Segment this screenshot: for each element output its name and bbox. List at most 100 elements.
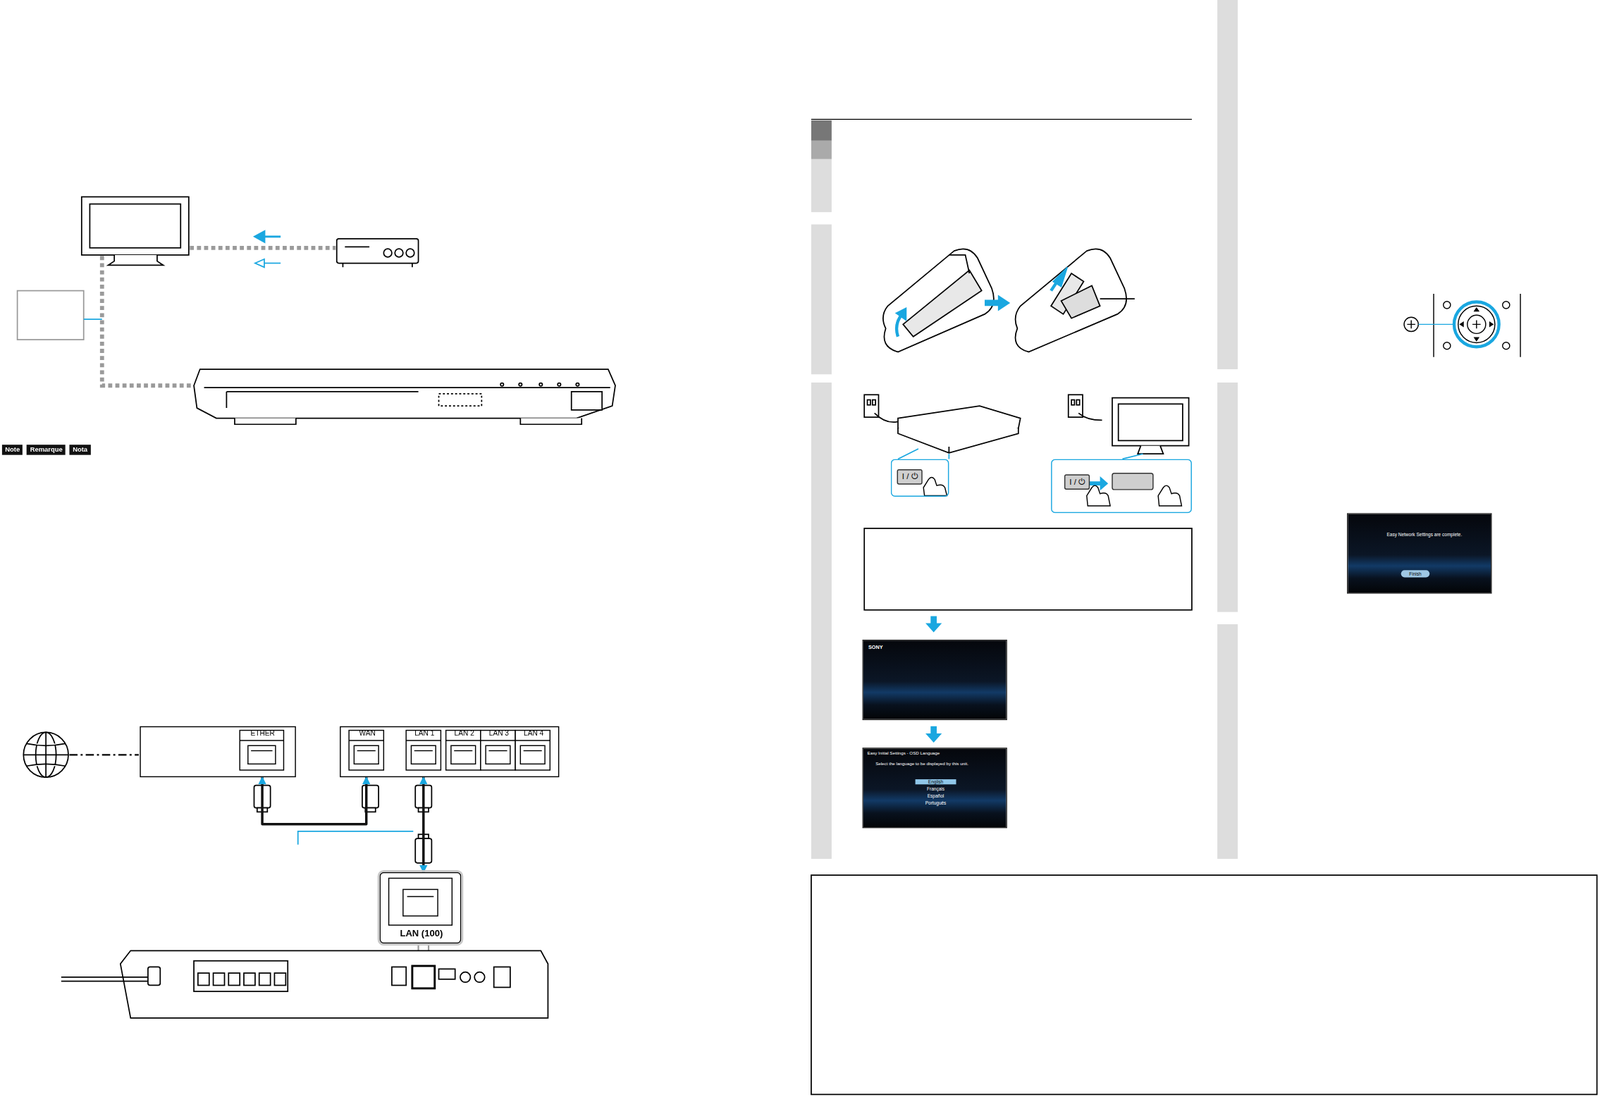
lan-port	[248, 745, 276, 765]
player-back	[193, 961, 288, 992]
lan-cable	[262, 777, 367, 825]
lan-port	[451, 745, 476, 765]
player-front	[518, 383, 522, 387]
tv-illustration	[81, 196, 189, 266]
player-front	[204, 386, 611, 389]
player-back	[120, 950, 549, 1019]
flow-arrow	[925, 726, 942, 743]
signal-arrow	[255, 231, 281, 268]
remote-dpad	[1418, 324, 1455, 325]
remote-illustration	[883, 248, 1135, 352]
remote-illustration	[902, 270, 982, 337]
remote-dpad	[1460, 308, 1493, 341]
power-illustration	[897, 448, 949, 459]
internet-globe	[45, 732, 47, 778]
player-back	[61, 950, 549, 1019]
node-text: SONY	[868, 644, 884, 651]
panel-frame	[1217, 382, 1238, 613]
leader-line	[298, 831, 414, 846]
flow-arrow	[925, 616, 942, 633]
panel-frame	[811, 382, 832, 860]
power-illustration	[867, 399, 871, 405]
remote-dpad	[1406, 320, 1416, 330]
button-callout: I / ⏻	[890, 458, 950, 497]
power-illustration	[1078, 413, 1102, 421]
panel-frame	[811, 119, 1192, 120]
panel-frame	[1217, 0, 1238, 370]
remote-dpad	[1443, 301, 1451, 309]
node-text: I / ⏻	[1064, 474, 1090, 490]
cable-plug	[362, 785, 379, 809]
lan-port	[348, 740, 384, 741]
hdmi-cable	[189, 245, 336, 251]
panel-frame	[811, 224, 832, 375]
internet-globe	[23, 732, 69, 778]
power-illustration	[1122, 453, 1143, 459]
node-text: Español	[915, 793, 957, 799]
lan-port	[405, 740, 441, 741]
remote-illustration	[1061, 285, 1101, 318]
node-text: LAN 1	[407, 729, 442, 738]
direction-arrow	[896, 314, 903, 337]
set-top-box	[405, 248, 415, 258]
power-illustration	[1118, 403, 1183, 441]
leader-line	[298, 831, 414, 846]
node-text: Select the language to be displayed by t…	[875, 761, 969, 767]
node-text: LAN 4	[516, 729, 552, 738]
note-badges: NoteRemarqueNota	[2, 444, 91, 455]
node-text: Easy Network Settings are complete.	[1386, 532, 1462, 538]
node-text: English	[915, 779, 957, 785]
player-front	[500, 383, 504, 387]
node-text: I / ⏻	[897, 469, 923, 485]
power-illustration	[1112, 398, 1190, 447]
player-back	[259, 973, 271, 986]
set-top-box	[336, 238, 419, 268]
finger-illustration	[923, 477, 947, 497]
note-badge: Note	[2, 444, 24, 455]
tv-illustration	[107, 255, 163, 266]
set-top-box	[394, 248, 404, 258]
tv-screen: Easy Network Settings are complete.Finis…	[1346, 513, 1493, 594]
modem-box: ETHER	[139, 726, 296, 778]
remote-dpad	[1404, 293, 1521, 358]
remote-button	[1112, 473, 1154, 490]
zoom-port	[389, 878, 453, 926]
direction-arrow	[984, 294, 1011, 311]
set-top-box	[344, 245, 370, 248]
button-callout: I / ⏻	[1050, 458, 1192, 514]
direction-arrow	[895, 267, 1068, 337]
lan-cable	[422, 777, 425, 873]
tv-screen: SONY	[862, 640, 1008, 721]
signal-arrow	[255, 259, 265, 268]
power-illustration	[864, 394, 1189, 459]
player-front	[234, 418, 582, 426]
player-back	[213, 973, 225, 986]
panel-frame	[811, 0, 1238, 860]
panel-frame	[811, 120, 832, 141]
remote-dpad	[1404, 317, 1419, 332]
finger-illustration	[1158, 485, 1182, 507]
node-text: LAN (100)	[384, 928, 459, 939]
panel-frame	[811, 140, 832, 160]
remote-dpad	[1472, 320, 1481, 330]
player-back	[494, 967, 511, 988]
player-front	[571, 391, 602, 411]
lan-port	[488, 750, 507, 752]
lan-port	[515, 740, 550, 741]
remote-illustration	[883, 248, 994, 352]
power-illustration	[1071, 399, 1075, 405]
note-badge: Remarque	[26, 444, 66, 455]
tv-illustration	[89, 204, 181, 249]
panel-frame	[1217, 624, 1238, 860]
player-back	[412, 966, 435, 989]
finger-illustration	[923, 477, 1182, 507]
finger-illustration	[1086, 485, 1111, 507]
node-text: Easy Initial Settings - OSD Language	[867, 752, 941, 758]
player-back	[243, 973, 256, 986]
remote-dpad	[1502, 301, 1510, 309]
remote-dpad	[1432, 293, 1434, 358]
lan-port	[357, 750, 376, 752]
player-front	[557, 383, 561, 387]
hdmi-cable	[102, 255, 194, 386]
